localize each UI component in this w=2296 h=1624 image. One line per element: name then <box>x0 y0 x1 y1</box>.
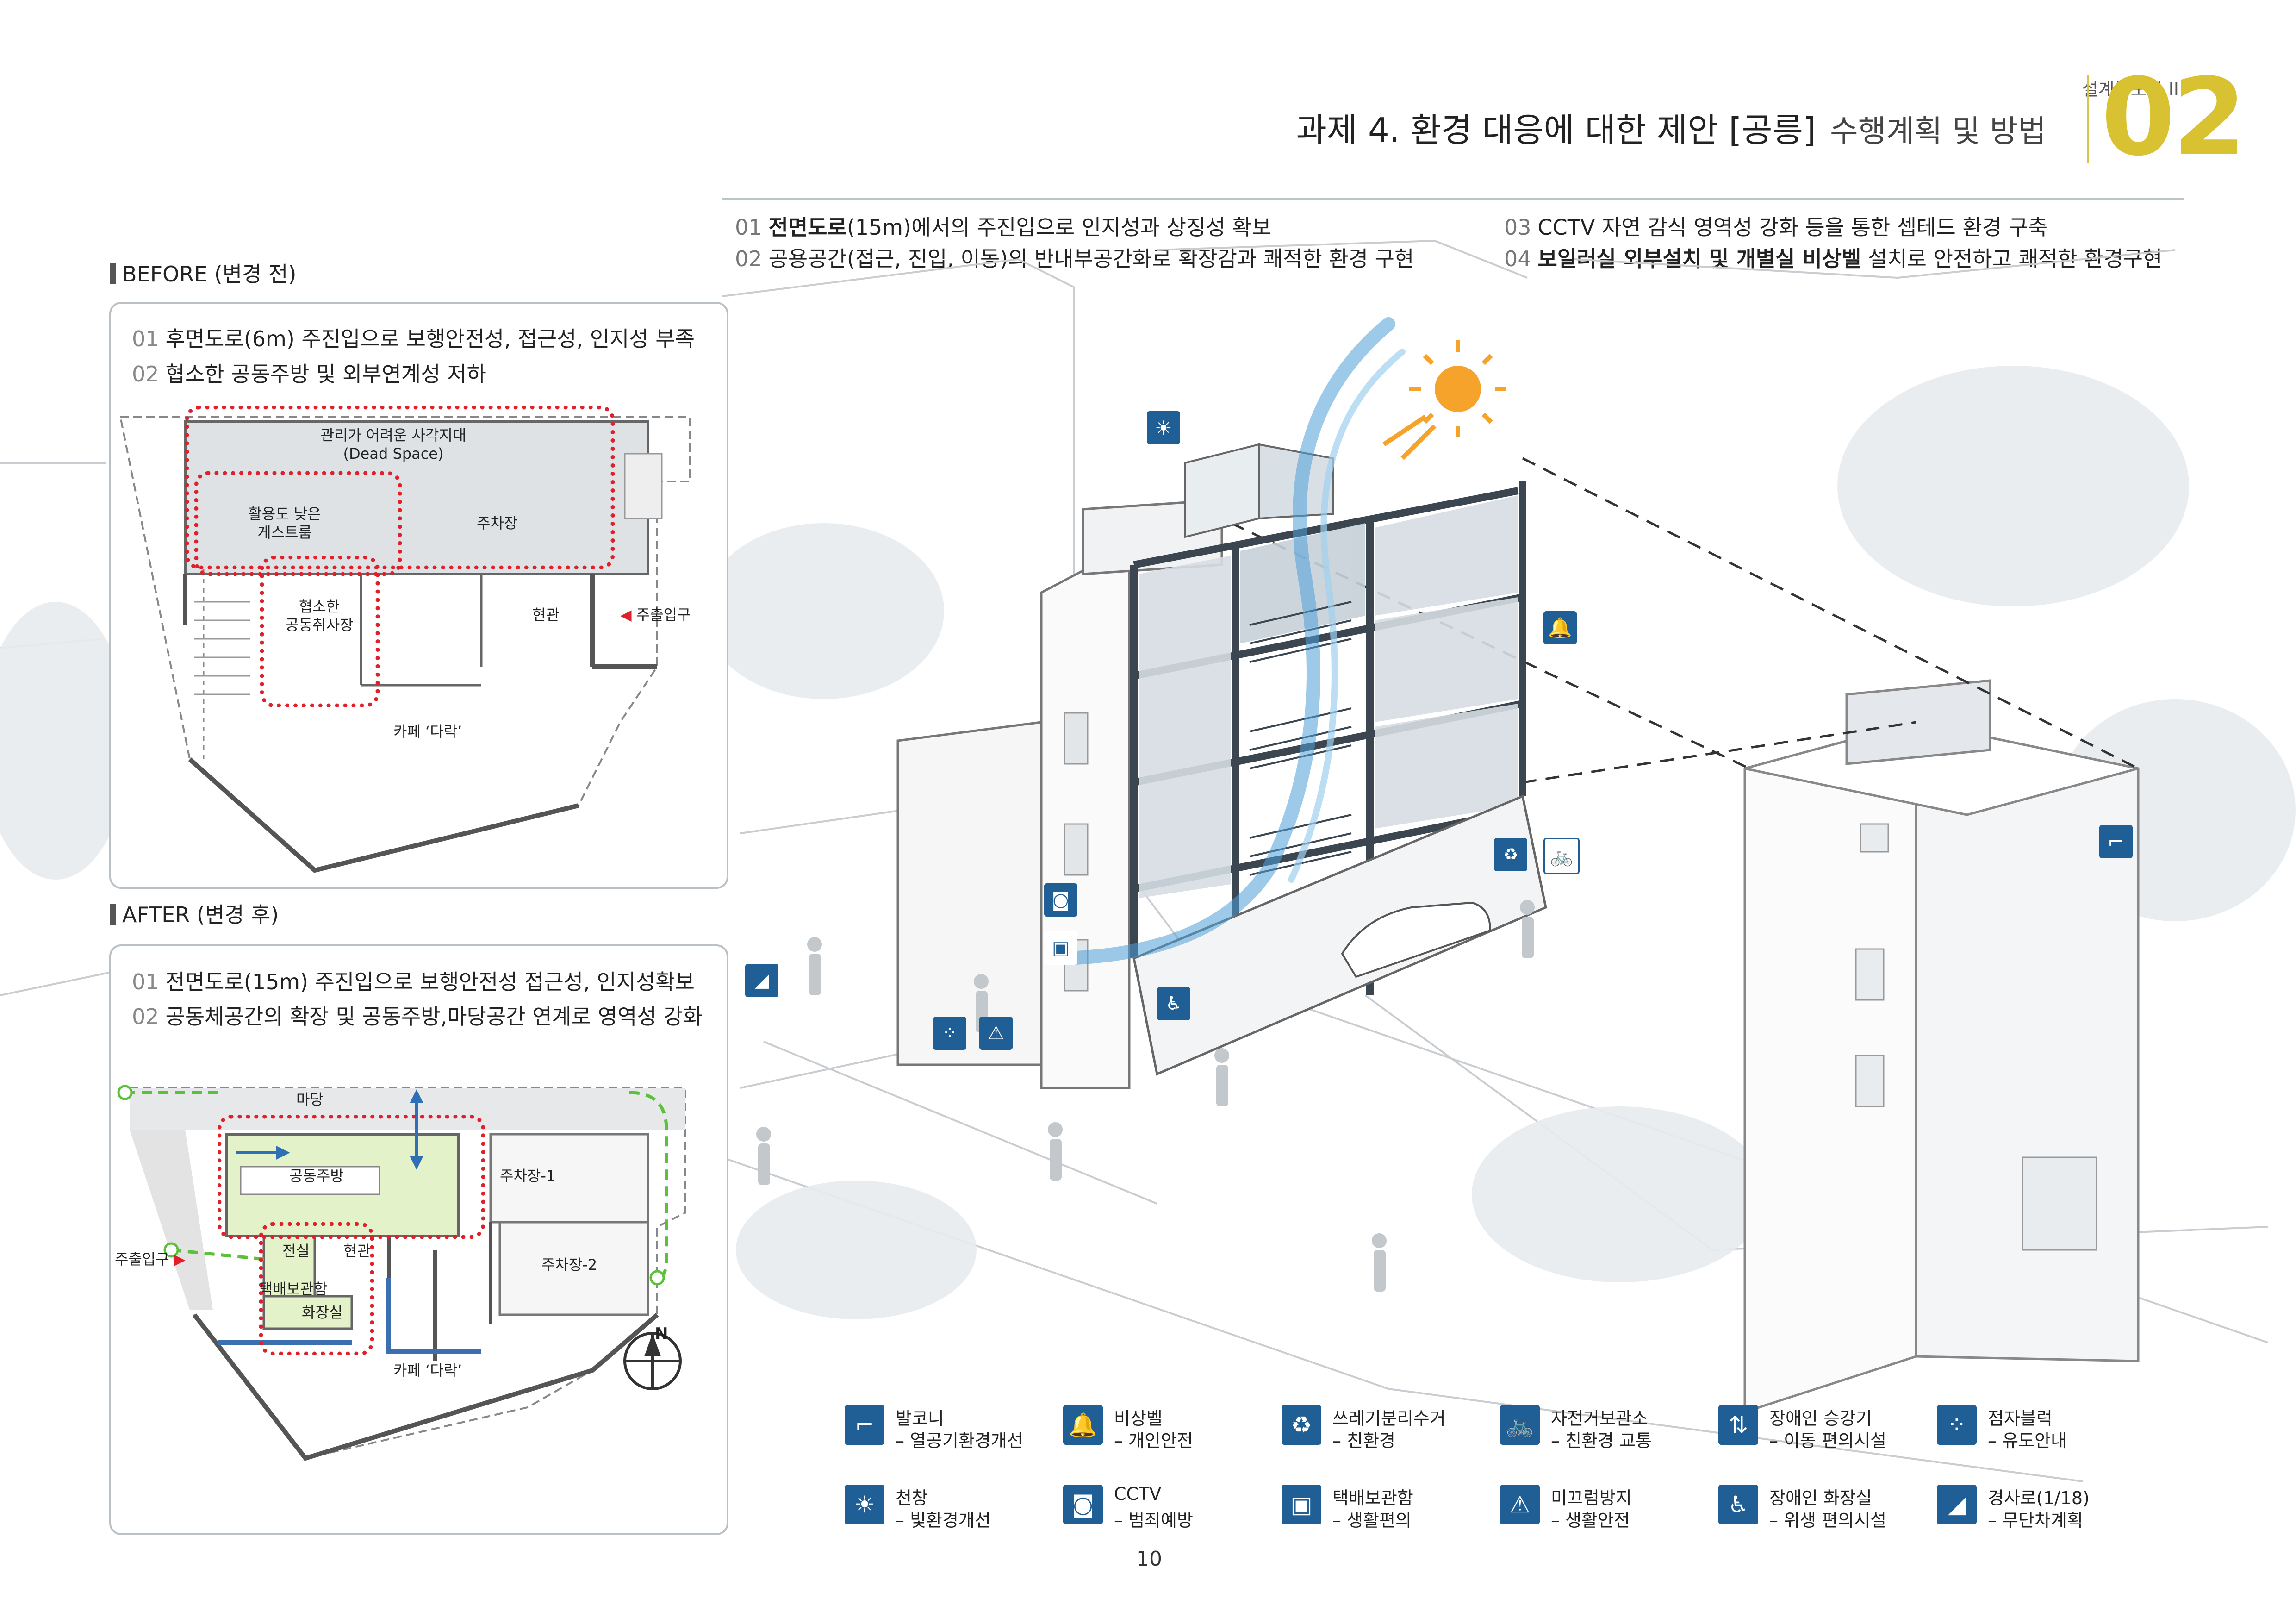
legend-desc: – 빛환경개선 <box>896 1510 991 1530</box>
before-entrance-label: ◀ 주출입구 <box>620 606 691 624</box>
accessible-toilet-icon: ♿ <box>1718 1485 1758 1524</box>
legend-title: 쓰레기분리수거 <box>1332 1408 1446 1429</box>
legend-desc: – 생활안전 <box>1551 1510 1630 1530</box>
after-floor-plan <box>117 1085 686 1461</box>
legend-title: 천창 <box>896 1488 928 1508</box>
after-toilet-highlight <box>259 1222 374 1355</box>
north-label: N <box>655 1324 668 1343</box>
legend-desc: – 범죄예방 <box>1114 1510 1193 1530</box>
before-lobby-label: 현관 <box>532 606 560 624</box>
legend-title: 미끄럼방지 <box>1551 1488 1632 1508</box>
legend-desc: – 생활편의 <box>1332 1510 1412 1530</box>
after-kitchen-highlight <box>218 1115 485 1239</box>
legend-desc: – 유도안내 <box>1988 1430 2067 1451</box>
north-arrow-icon <box>623 1332 682 1390</box>
legend-title: 장애인 승강기 <box>1769 1408 1872 1429</box>
legend-title: CCTV <box>1114 1484 1162 1504</box>
legend-title: 자전거보관소 <box>1551 1408 1648 1429</box>
tactile-block-icon: ⁘ <box>1937 1405 1977 1445</box>
bicycle-callout-icon: 🚲 <box>1543 838 1580 874</box>
balcony-callout-icon: ⌐ <box>2099 825 2133 858</box>
before-kitchen-highlight <box>260 556 380 707</box>
header-divider <box>2087 75 2089 163</box>
parcel-box-callout-icon: ▣ <box>1044 931 1077 965</box>
legend-desc: – 이동 편의시설 <box>1769 1430 1886 1451</box>
legend: ⌐ 발코니– 열공기환경개선 🔔 비상벨– 개인안전 ♻ 쓰레기분리수거– 친환경 🚲 자전거… <box>845 1405 2187 1544</box>
legend-desc: – 열공기환경개선 <box>896 1430 1023 1451</box>
entrance-arrow-icon: ◀ <box>620 606 636 624</box>
after-lobby-label: 현관 <box>343 1242 371 1260</box>
legend-title: 장애인 화장실 <box>1769 1488 1872 1508</box>
before-dead-space-label: 관리가 어려운 사각지대 (Dead Space) <box>320 426 467 462</box>
sun-icon <box>1382 340 1506 460</box>
before-label: BEFORE (변경 전) <box>110 257 296 288</box>
legend-desc: – 개인안전 <box>1114 1430 1193 1451</box>
cctv-callout-icon: ◙ <box>1044 883 1077 917</box>
before-guest-room-label: 활용도 낮은 게스트룸 <box>248 505 321 541</box>
after-kitchen-label: 공동주방 <box>289 1167 344 1185</box>
after-cafe-label: 카페 ‘다락’ <box>393 1362 462 1379</box>
skylight-callout-icon: ☀ <box>1147 411 1180 444</box>
before-floor-plan <box>119 416 691 873</box>
legend-title: 경사로(1/18) <box>1988 1488 2090 1508</box>
ramp-callout-icon: ◢ <box>745 964 778 997</box>
before-cafe-label: 카페 ‘다락’ <box>393 723 462 740</box>
legend-desc: – 친환경 교통 <box>1551 1430 1652 1451</box>
page-title-sub: 수행계획 및 방법 <box>1830 113 2046 149</box>
waste-sorting-callout-icon: ♻ <box>1494 838 1527 871</box>
cctv-icon: ◙ <box>1063 1485 1103 1524</box>
emergency-bell-icon: 🔔 <box>1063 1405 1103 1445</box>
legend-title: 비상벨 <box>1114 1408 1163 1429</box>
accessible-toilet-callout-icon: ♿ <box>1157 987 1190 1020</box>
header-rule <box>722 198 2184 200</box>
bicycle-icon: 🚲 <box>1500 1405 1540 1445</box>
tactile-block-callout-icon: ⁘ <box>933 1017 966 1050</box>
skylight-icon: ☀ <box>845 1485 884 1524</box>
after-parcel-label: 택배보관함 <box>259 1280 328 1298</box>
after-parking1-label: 주차장-1 <box>500 1167 556 1185</box>
after-yard-label: 마당 <box>296 1091 324 1108</box>
parcel-box-icon: ▣ <box>1282 1485 1321 1524</box>
waste-sorting-icon: ♻ <box>1282 1405 1321 1445</box>
after-entrance-label: 주출입구 ▶ <box>115 1250 186 1268</box>
page-title-main: 과제 4. 환경 대응에 대한 제안 [공릉] <box>1296 111 1816 150</box>
after-toilet-label: 화장실 <box>302 1304 343 1321</box>
entrance-arrow-icon: ▶ <box>169 1250 186 1268</box>
legend-desc: – 위생 편의시설 <box>1769 1510 1886 1530</box>
before-parking-label: 주차장 <box>477 514 518 532</box>
after-parking2-label: 주차장-2 <box>541 1256 597 1274</box>
anti-slip-icon: ⚠ <box>1500 1485 1540 1524</box>
ramp-icon: ◢ <box>1937 1485 1977 1524</box>
emergency-bell-callout-icon: 🔔 <box>1543 611 1577 644</box>
legend-desc: – 친환경 <box>1332 1430 1395 1451</box>
before-guest-room-highlight <box>194 471 402 576</box>
section-number: 02 <box>2101 56 2246 180</box>
before-kitchen-label: 협소한 공동취사장 <box>285 598 354 634</box>
legend-title: 택배보관함 <box>1332 1488 1413 1508</box>
balcony-icon: ⌐ <box>845 1405 884 1445</box>
legend-title: 점자블럭 <box>1988 1408 2053 1429</box>
series-label: 설계공모안 II <box>2082 79 2179 100</box>
after-label: AFTER (변경 후) <box>110 898 279 929</box>
page-number: 10 <box>1136 1547 1162 1571</box>
accessible-lift-icon: ⇅ <box>1718 1405 1758 1445</box>
anti-slip-callout-icon: ⚠ <box>979 1017 1013 1050</box>
page-title: 과제 4. 환경 대응에 대한 제안 [공릉] 수행계획 및 방법 <box>1296 103 2046 151</box>
legend-desc: – 무단차계획 <box>1988 1510 2083 1530</box>
legend-title: 발코니 <box>896 1408 944 1429</box>
after-electric-room-label: 전실 <box>282 1242 310 1260</box>
